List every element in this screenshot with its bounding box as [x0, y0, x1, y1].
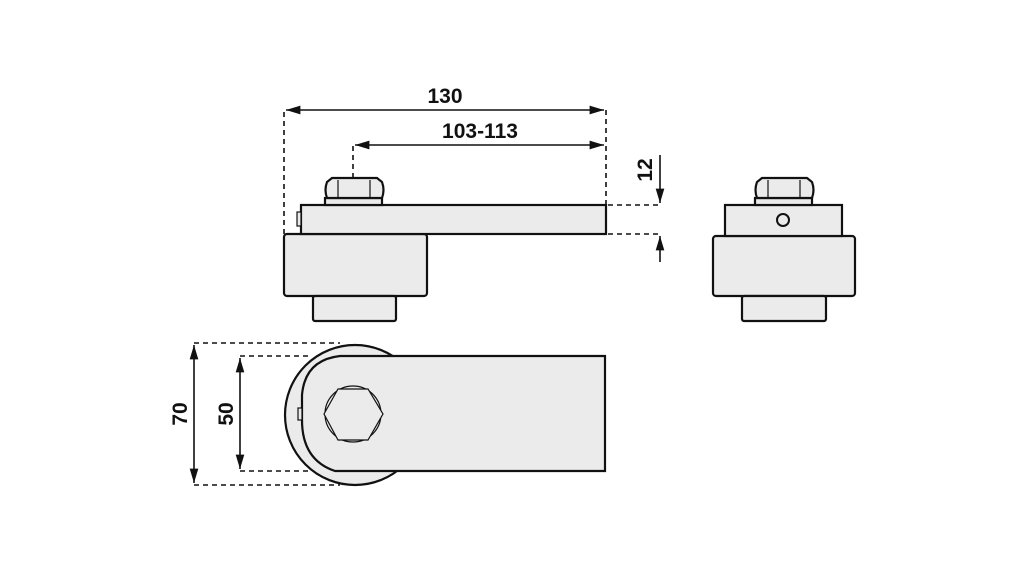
- dimension-103-113: 103-113: [352, 120, 604, 178]
- dimension-70: 70: [169, 342, 340, 486]
- arm-plate: [299, 203, 608, 236]
- dimension-50: 50: [215, 355, 312, 472]
- top-view: [283, 343, 607, 487]
- hex-nut-end: [754, 176, 815, 200]
- hex-nut: [324, 176, 385, 200]
- pin-stub: [296, 211, 302, 227]
- dimension-130: 130: [283, 85, 607, 234]
- roller-base: [311, 294, 398, 323]
- end-view: [711, 176, 857, 323]
- side-view: [282, 176, 608, 323]
- roller-body: [282, 232, 429, 298]
- hex-nut-top: [323, 388, 384, 441]
- dimension-label-70: 70: [169, 402, 192, 425]
- dimension-label-103-113: 103-113: [442, 120, 518, 143]
- dimension-label-50: 50: [215, 402, 238, 425]
- roller-base-end: [740, 294, 828, 323]
- dimension-label-12: 12: [634, 158, 657, 181]
- dimension-label-130: 130: [427, 85, 462, 108]
- pin-hole-icon: [776, 213, 790, 227]
- roller-body-end: [711, 234, 857, 298]
- dimension-12: 12: [608, 155, 665, 262]
- pin-stub-top: [297, 407, 303, 421]
